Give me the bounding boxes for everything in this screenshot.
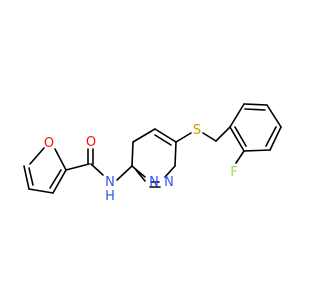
bond xyxy=(265,126,277,147)
fluorophenyl-ring xyxy=(229,103,282,164)
bond xyxy=(23,165,30,190)
amide-group xyxy=(65,148,104,176)
bond xyxy=(243,149,271,152)
furan-ring xyxy=(23,147,67,194)
bond xyxy=(244,108,266,111)
bond xyxy=(164,165,176,178)
pyridazine-nitrogen-2-label: N xyxy=(164,175,174,190)
bond xyxy=(215,126,231,142)
atom-labels: O O N H N N S F xyxy=(44,123,238,204)
bond xyxy=(266,104,282,128)
bond xyxy=(243,103,268,106)
bond xyxy=(229,126,245,152)
bond xyxy=(174,141,177,167)
bond xyxy=(52,169,67,194)
bond xyxy=(229,103,245,128)
structure-canvas: O O N H N N S F xyxy=(23,103,282,204)
bond xyxy=(49,169,62,189)
fluorine-label: F xyxy=(230,165,237,180)
bond xyxy=(90,163,104,176)
bond xyxy=(116,165,133,181)
sulfur-label: S xyxy=(193,123,201,138)
carbonyl-oxygen-label: O xyxy=(86,135,96,150)
furan-oxygen-label: O xyxy=(44,136,54,151)
bond xyxy=(131,165,146,178)
bond xyxy=(29,147,45,165)
bond xyxy=(132,128,156,143)
thioether-linker xyxy=(175,126,231,143)
bond xyxy=(54,148,67,171)
bond xyxy=(202,132,217,142)
bond xyxy=(65,163,90,171)
pyridazine-nitrogen-1-label: N xyxy=(149,175,159,190)
molecule-diagram: O O N H N N S F xyxy=(23,103,282,204)
bond xyxy=(175,132,192,143)
amide-nitrogen-label: N xyxy=(105,175,115,190)
bond xyxy=(135,169,146,182)
bond xyxy=(154,134,172,146)
bond xyxy=(235,150,245,164)
bond xyxy=(269,126,282,151)
bond xyxy=(28,188,54,194)
bond xyxy=(131,141,134,167)
bond xyxy=(154,128,177,143)
amide-hydrogen-label: H xyxy=(105,189,115,204)
bond xyxy=(28,167,34,186)
bond xyxy=(234,126,247,147)
pyridazine-ring xyxy=(116,128,177,188)
